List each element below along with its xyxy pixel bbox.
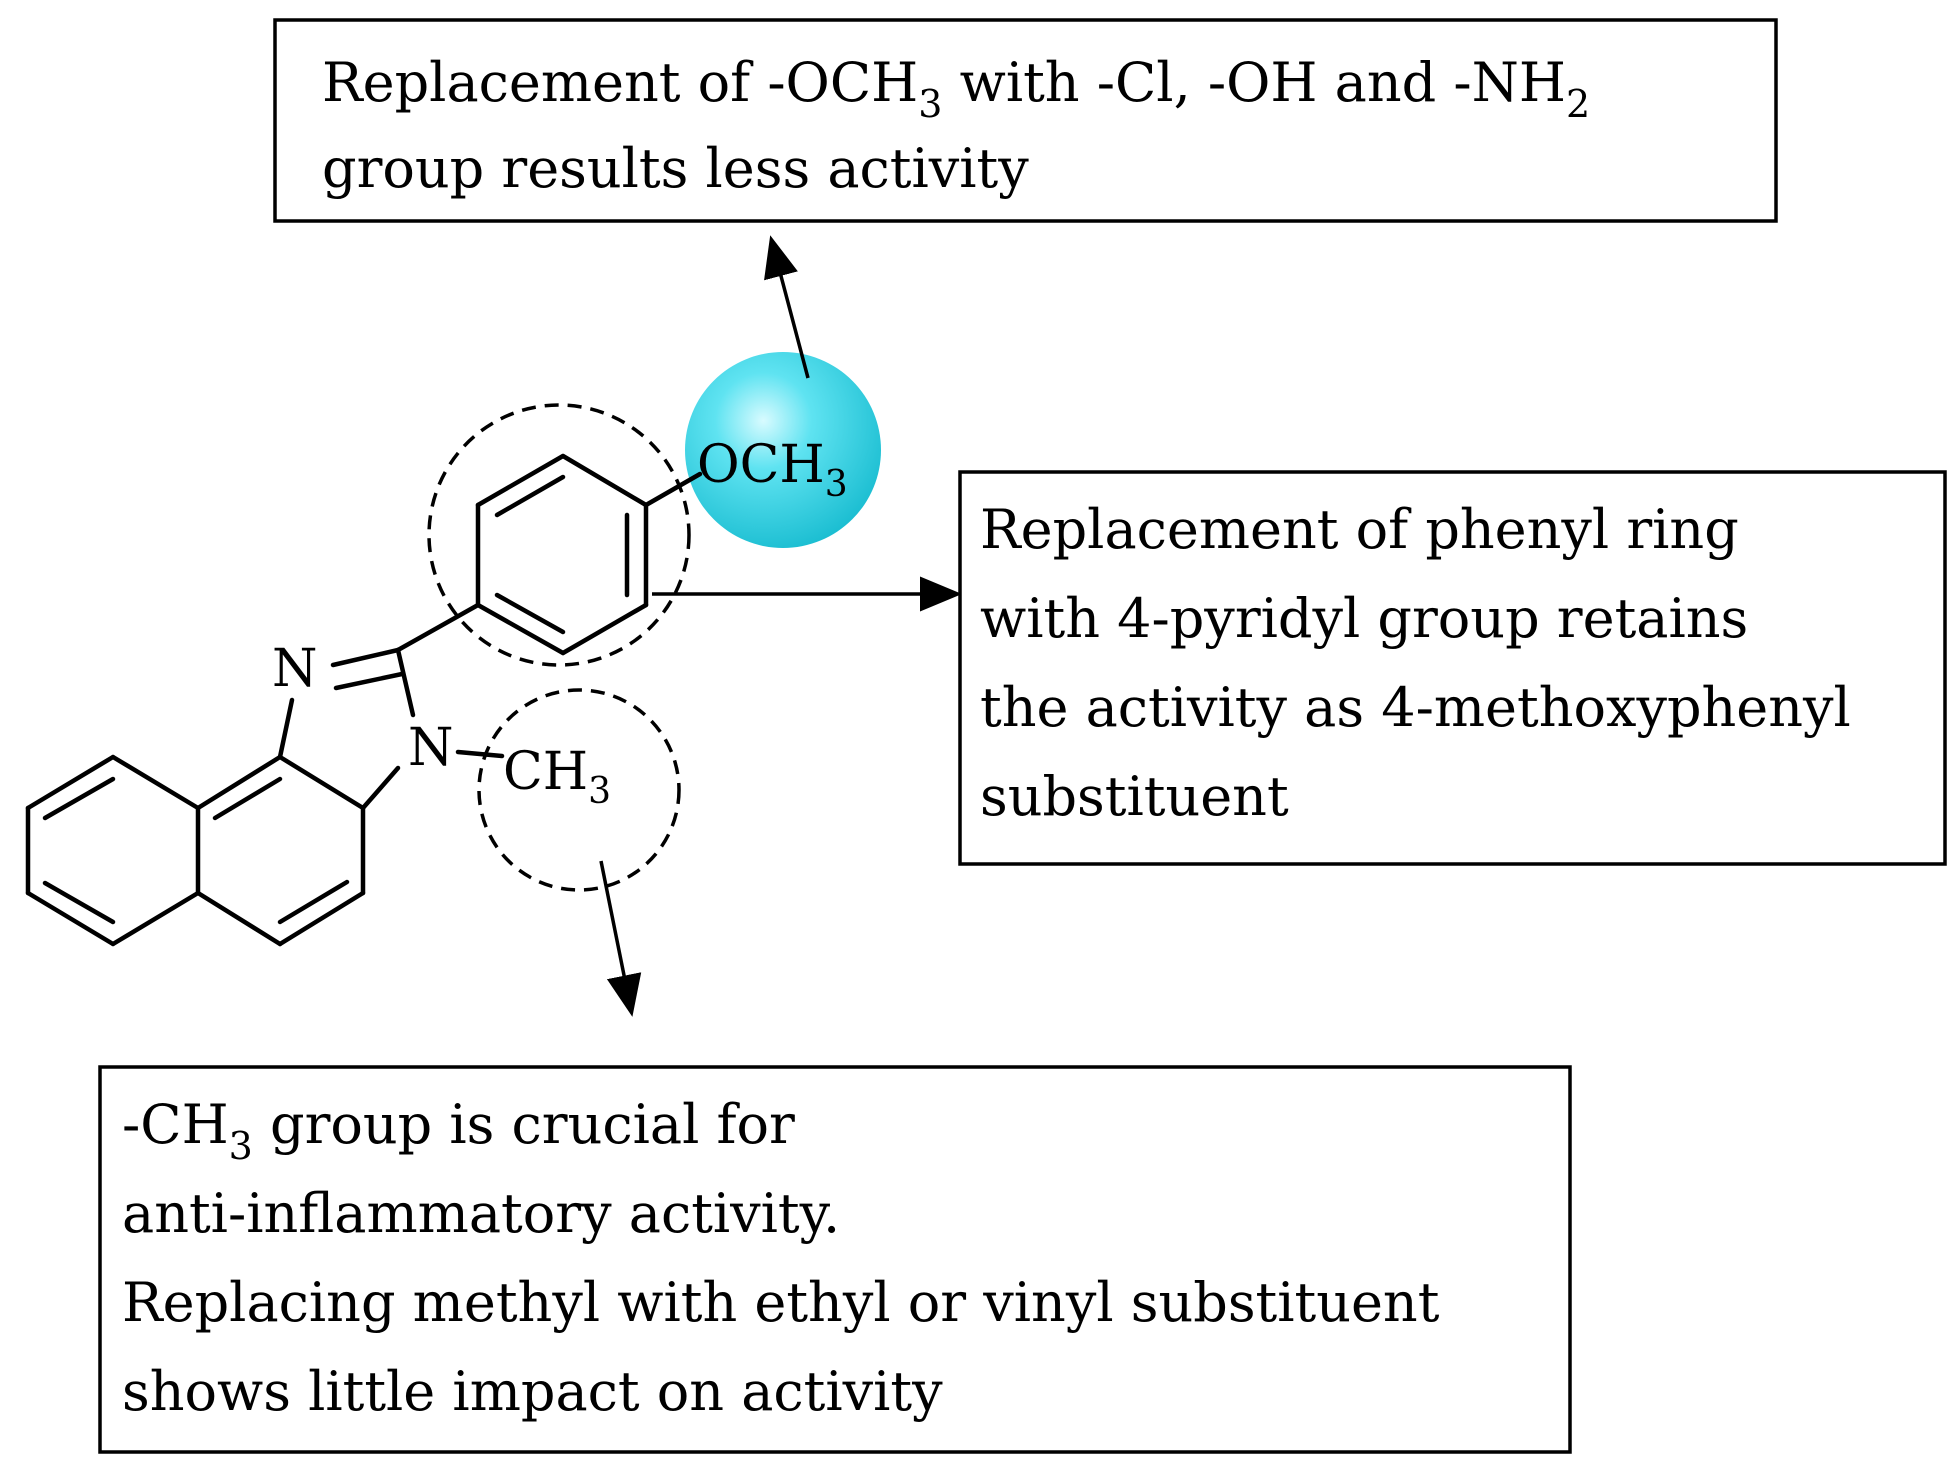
arrow-to-bottom-note (599, 860, 642, 1017)
methoxy-highlight-sphere (685, 352, 881, 548)
bottom-note-line-2: anti-inflammatory activity. (122, 1182, 840, 1245)
phenyl-ring (395, 453, 703, 656)
bottom-note-line-3: Replacing methyl with ethyl or vinyl sub… (122, 1271, 1440, 1334)
atom-methyl-group: CH3 (503, 742, 611, 812)
right-note-line-3: the activity as 4-methoxyphenyl (980, 676, 1851, 739)
right-note-line-4: substituent (980, 765, 1289, 828)
naphthalene-ring (25, 754, 366, 947)
right-note-line-1: Replacement of phenyl ring (980, 498, 1739, 561)
right-note-box (958, 470, 1947, 866)
phenyl-dashed-circle (427, 403, 691, 667)
top-note-box (273, 18, 1778, 223)
bottom-note-line-1: -CH3 group is crucial for (122, 1093, 795, 1168)
imidazole-ring (277, 647, 505, 811)
bottom-note-line-4: shows little impact on activity (122, 1360, 943, 1423)
top-note-line-1: Replacement of -OCH3 with -Cl, -OH and -… (322, 51, 1590, 126)
atom-n-methyl: N (408, 718, 454, 778)
top-note-line-2: group results less activity (322, 137, 1029, 200)
methyl-dashed-circle (477, 688, 681, 892)
atom-n-imine: N (272, 639, 318, 699)
bottom-note-box (98, 1065, 1572, 1454)
atom-methoxy-group: OCH3 (697, 435, 848, 505)
arrow-to-top-note (764, 235, 810, 379)
right-note-line-2: with 4-pyridyl group retains (980, 587, 1748, 650)
